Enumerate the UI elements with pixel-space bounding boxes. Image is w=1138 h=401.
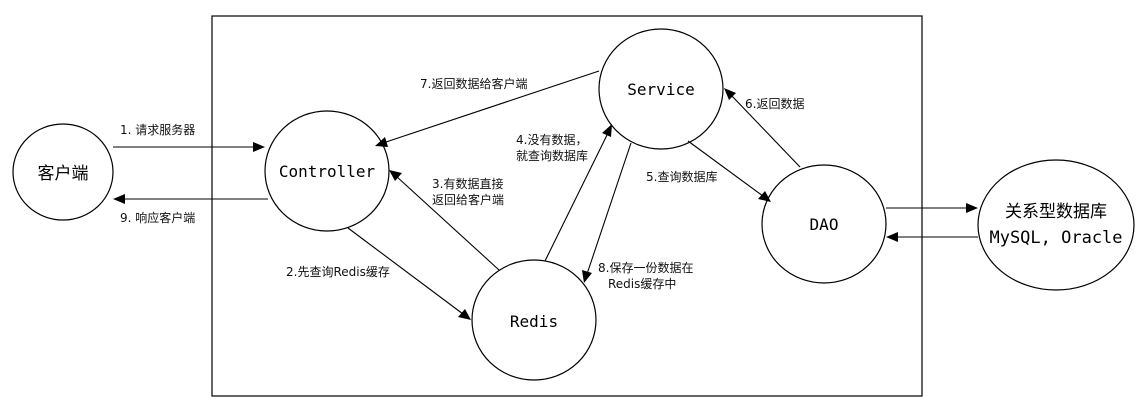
redis-node-label: Redis <box>510 312 558 331</box>
client-node <box>12 123 114 221</box>
server-boundary-frame <box>211 15 923 397</box>
edge-7-label: 7.返回数据给客户端 <box>420 76 527 91</box>
dao-node <box>761 164 887 284</box>
edge-db-to-dao-arrowhead <box>886 232 898 242</box>
database-node <box>977 159 1135 291</box>
edge-8-label-line2: Redis缓存中 <box>608 276 676 291</box>
edge-3-label-line2: 返回给客户端 <box>432 192 504 207</box>
edge-8-arrowhead <box>582 270 592 283</box>
edge-5-arrowhead <box>758 191 771 202</box>
edge-9-arrowhead <box>113 194 125 204</box>
client-node-label: 客户端 <box>38 164 89 184</box>
edge-9-label: 9. 响应客户端 <box>120 210 195 225</box>
edge-5-label: 5.查询数据库 <box>646 169 717 184</box>
edge-2-query-redis <box>347 227 464 315</box>
edge-4-arrowhead <box>602 124 612 137</box>
database-node-label-line2: MySQL, Oracle <box>989 228 1122 248</box>
edge-2-arrowhead <box>458 309 471 320</box>
edge-7-arrowhead <box>375 137 388 147</box>
edge-3-label-line1: 3.有数据直接 <box>432 176 503 191</box>
controller-node-label: Controller <box>279 162 376 181</box>
edge-4-label-line1: 4.没有数据， <box>516 132 587 147</box>
edge-1-label: 1. 请求服务器 <box>120 122 195 137</box>
redis-node <box>471 259 597 381</box>
edge-8-save-to-redis <box>586 142 632 275</box>
database-node-label-line1: 关系型数据库 <box>1005 202 1107 222</box>
edge-6-return-data <box>730 94 801 168</box>
service-node <box>598 28 724 150</box>
edge-8-label-line1: 8.保存一份数据在 <box>598 260 693 275</box>
edge-6-label: 6.返回数据 <box>745 96 804 111</box>
edge-1-arrowhead <box>253 142 265 152</box>
edge-4-label-line2: 就查询数据库 <box>516 148 588 163</box>
edge-2-label: 2.先查询Redis缓存 <box>286 265 390 279</box>
edge-3-return-cached <box>395 175 500 271</box>
dao-node-label: DAO <box>810 215 839 234</box>
edge-dao-to-db-arrowhead <box>966 203 978 213</box>
controller-node <box>264 110 390 232</box>
edge-5-query-dao <box>687 140 764 197</box>
service-node-label: Service <box>627 80 694 99</box>
edge-7-return-to-client <box>382 70 600 144</box>
edge-3-arrowhead <box>389 170 402 181</box>
edge-4-query-db <box>544 132 609 262</box>
edge-6-arrowhead <box>724 88 736 100</box>
